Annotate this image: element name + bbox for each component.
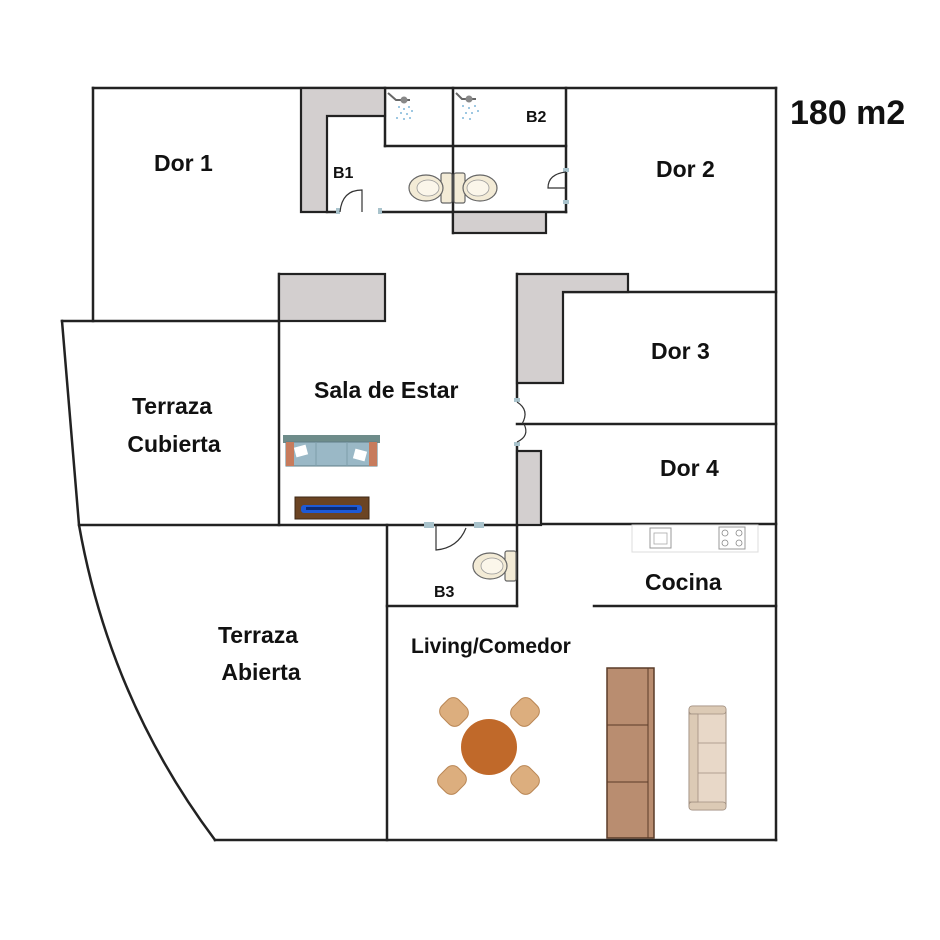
room-labels: Dor 1 Dor 2 Dor 3 Dor 4 B1 B2 B3 Sala de… bbox=[127, 109, 722, 685]
label-dor-4: Dor 4 bbox=[660, 455, 719, 481]
stove-icon bbox=[718, 526, 746, 550]
b2-door bbox=[547, 168, 569, 204]
label-terraza-cubierta-line2: Cubierta bbox=[127, 431, 221, 457]
sala-side-door bbox=[514, 398, 527, 446]
cabinets bbox=[277, 86, 630, 527]
b2-toilet-icon bbox=[453, 172, 498, 204]
area-label: 180 m2 bbox=[790, 94, 905, 132]
couch-icon bbox=[283, 435, 380, 467]
sala-cabinet bbox=[277, 272, 387, 323]
label-terraza-abierta-line2: Abierta bbox=[221, 659, 300, 685]
label-dor-2: Dor 2 bbox=[656, 156, 715, 182]
sink-icon bbox=[649, 527, 672, 549]
label-dor-1: Dor 1 bbox=[154, 150, 213, 176]
doors bbox=[336, 168, 569, 551]
dor3-cabinet bbox=[515, 272, 630, 385]
label-b3: B3 bbox=[434, 584, 455, 601]
dining-table-icon bbox=[437, 697, 540, 795]
dor4-cabinet bbox=[515, 449, 543, 527]
label-b2: B2 bbox=[526, 109, 547, 126]
b1-cabinet bbox=[299, 86, 387, 214]
living-furniture bbox=[437, 667, 727, 839]
label-terraza-cubierta-line1: Terraza bbox=[132, 393, 212, 419]
label-living-comedor: Living/Comedor bbox=[411, 635, 571, 658]
label-sala-de-estar: Sala de Estar bbox=[314, 377, 459, 403]
bathroom-fixtures bbox=[387, 92, 517, 582]
b1-toilet-icon bbox=[408, 172, 453, 204]
label-cocina: Cocina bbox=[645, 569, 722, 595]
b2-cabinet bbox=[451, 210, 548, 235]
tv-stand-icon bbox=[294, 496, 370, 520]
b3-door bbox=[424, 522, 484, 551]
label-terraza-abierta-line1: Terraza bbox=[218, 622, 298, 648]
label-b1: B1 bbox=[333, 165, 354, 182]
kitchen-fixtures bbox=[631, 524, 759, 553]
b2-shower-icon bbox=[455, 92, 479, 120]
b1-shower-icon bbox=[387, 92, 413, 120]
b3-toilet-icon bbox=[472, 550, 517, 582]
b1-door bbox=[336, 189, 382, 214]
sideboard-icon bbox=[606, 667, 655, 839]
sofa-icon bbox=[688, 705, 727, 811]
sala-furniture bbox=[283, 435, 380, 520]
outer-walls bbox=[60, 86, 778, 842]
label-dor-3: Dor 3 bbox=[651, 338, 710, 364]
